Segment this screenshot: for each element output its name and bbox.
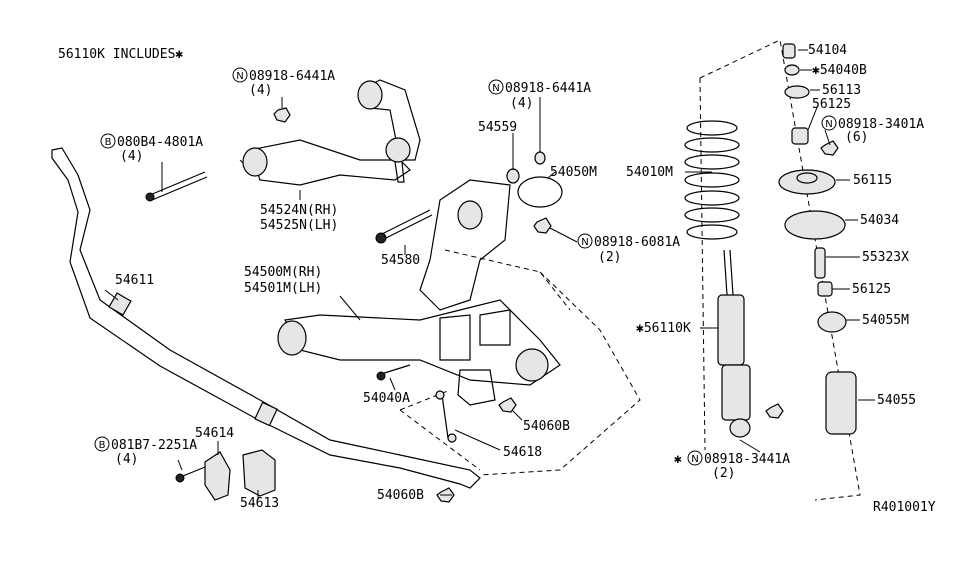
part-08187-2251a-qty: (4) [115, 452, 138, 467]
stabilizer-bar [51, 147, 481, 489]
part-56104: 54104 [808, 43, 847, 58]
part-08918-6441a-lower: 08918-6441A [505, 81, 591, 96]
part-54580: 54580 [381, 253, 420, 268]
callout-prefix: N [825, 119, 832, 130]
part-54500m: 54500M(RH) [244, 265, 322, 280]
callout-prefix: B [105, 137, 112, 148]
nut-symbol-icon [232, 67, 248, 83]
part-54010m: 54010M [626, 165, 673, 180]
part-08918-3441a: 08918-3441A [704, 452, 790, 467]
leader-lines [104, 49, 875, 500]
includes-note: 56110K INCLUDES✱ [58, 47, 183, 62]
nuts [273, 107, 839, 503]
callout-prefix: N [492, 83, 499, 94]
part-08187-2251a: 081B7-2251A [111, 438, 197, 453]
part-54611: 54611 [115, 273, 154, 288]
part-08918-3401a: 08918-3401A [838, 117, 924, 132]
part-54050m: 54050M [550, 165, 597, 180]
part-54034: 54034 [860, 213, 899, 228]
part-08084-4801a: 080B4-4801A [117, 135, 203, 150]
part-54618: 54618 [503, 445, 542, 460]
part-54040b: ✱54040B [812, 63, 867, 78]
labels: 56110K INCLUDES✱ R401001Y 54104 ✱54040B … [58, 43, 936, 515]
bolt-symbol-icon [94, 436, 110, 452]
callout-prefix: N [236, 71, 243, 82]
part-54060b-upper: 54060B [523, 419, 570, 434]
callout-prefix: N [581, 237, 588, 248]
upper-link-arm [242, 79, 421, 186]
part-54614: 54614 [195, 426, 234, 441]
callout-prefix: N [691, 454, 698, 465]
part-54613: 54613 [240, 496, 279, 511]
part-54501m: 54501M(LH) [244, 281, 322, 296]
nut-symbol-icon [488, 79, 504, 95]
part-56125-upper: 56125 [812, 97, 851, 112]
part-56115: 56115 [853, 173, 892, 188]
part-56110k: ✱56110K [636, 321, 691, 336]
bolts [145, 171, 457, 483]
part-54524n: 54524N(RH) [260, 203, 338, 218]
bolt-symbol-icon [100, 133, 116, 149]
strut-mount-stack [778, 43, 857, 435]
part-08918-3441a-qty: (2) [712, 466, 735, 481]
part-08918-6441a-upper: 08918-6441A [249, 69, 335, 84]
part-54055: 54055 [877, 393, 916, 408]
star-marker: ✱ [674, 452, 682, 467]
part-08918-3401a-qty: (6) [845, 130, 868, 145]
part-54525n: 54525N(LH) [260, 218, 338, 233]
stabilizer-bushing [204, 449, 276, 501]
part-08918-6441a-upper-qty: (4) [249, 83, 272, 98]
part-55323x: 55323X [862, 250, 909, 265]
part-08918-6081a: 08918-6081A [594, 235, 680, 250]
part-54559: 54559 [478, 120, 517, 135]
part-08918-6441a-lower-qty: (4) [510, 96, 533, 111]
part-56113: 56113 [822, 83, 861, 98]
part-54060b-lower: 54060B [377, 488, 424, 503]
part-54040a: 54040A [363, 391, 410, 406]
part-56125-lower: 56125 [852, 282, 891, 297]
nut-symbol-icon [821, 115, 837, 131]
lower-link-arm [277, 179, 561, 406]
drawing-id: R401001Y [873, 500, 936, 515]
callout-prefix: B [99, 440, 106, 451]
shock-absorber [717, 249, 751, 438]
nut-symbol-icon [577, 233, 593, 249]
nut-symbol-icon [687, 450, 703, 466]
part-08084-4801a-qty: (4) [120, 149, 143, 164]
coil-spring [684, 120, 740, 240]
part-54055m: 54055M [862, 313, 909, 328]
part-08918-6081a-qty: (2) [598, 250, 621, 265]
